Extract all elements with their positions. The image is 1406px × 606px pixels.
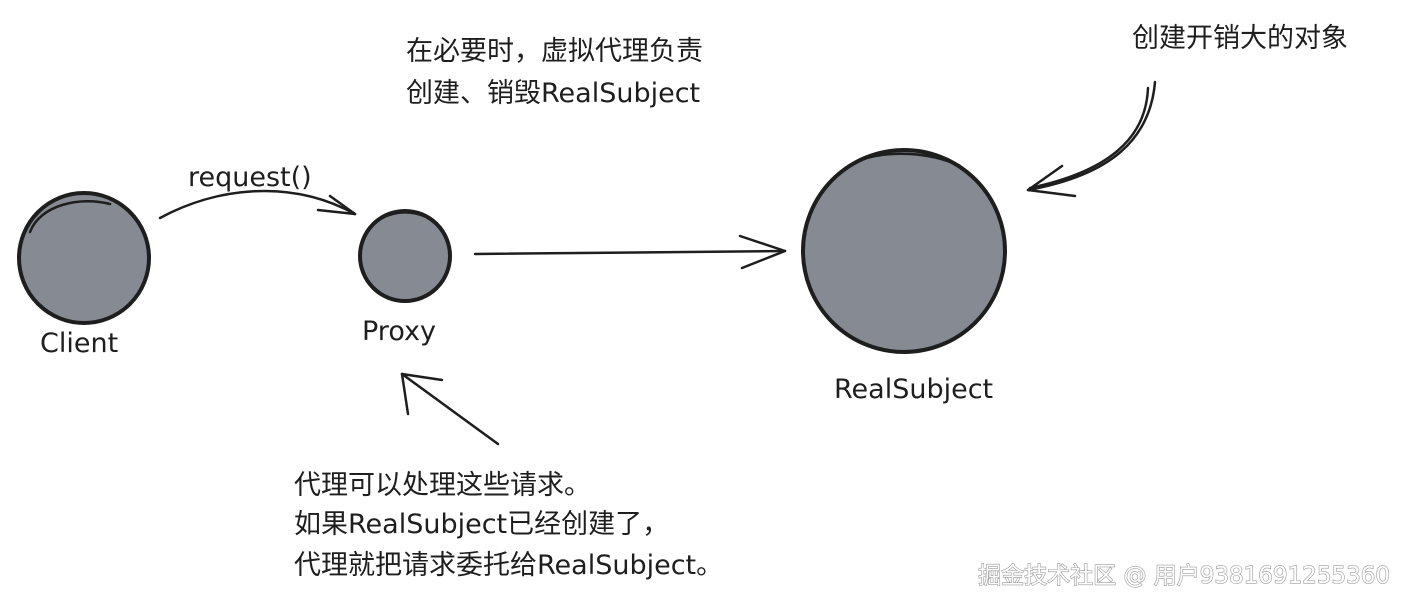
node-real-subject: RealSubject	[801, 148, 1007, 405]
client-sketch-stroke	[28, 200, 112, 234]
client-proxy-arrow-line	[158, 189, 357, 220]
proxy-real-subject-arrowhead	[738, 234, 787, 270]
note-bottom-line-2: 如果RealSubject已经创建了，	[294, 509, 669, 540]
edge-client-to-proxy: request()	[158, 162, 357, 220]
bottom-note-arrow-line	[400, 372, 500, 446]
client-label: Client	[40, 328, 118, 359]
note-top-right: 创建开销大的对象	[1132, 23, 1348, 54]
proxy-sketch-stroke	[376, 211, 426, 222]
real-subject-sketch-stroke	[858, 152, 962, 168]
real-subject-circle	[801, 148, 1007, 354]
node-client: Client	[17, 191, 151, 359]
top-right-note-arrow-line-double	[1028, 86, 1150, 190]
watermark: 掘金技术社区 @ 用户9381691255360	[978, 563, 1390, 589]
note-top-center: 在必要时，虚拟代理负责 创建、销毁RealSubject	[406, 36, 703, 109]
proxy-real-subject-arrow-line	[473, 249, 787, 256]
edge-proxy-to-real-subject	[473, 234, 787, 270]
client-circle	[17, 191, 151, 325]
note-top-right-line-1: 创建开销大的对象	[1132, 23, 1348, 54]
top-right-note-arrow-line	[1026, 80, 1157, 192]
note-top-center-line-2: 创建、销毁RealSubject	[406, 78, 700, 109]
arrow-top-right-note-to-real-subject	[1026, 80, 1157, 198]
top-right-note-arrowhead	[1026, 164, 1077, 198]
client-proxy-arrowhead	[316, 194, 357, 216]
real-subject-label: RealSubject	[834, 374, 993, 405]
proxy-label: Proxy	[362, 316, 436, 347]
request-label: request()	[188, 162, 312, 193]
note-bottom-line-1: 代理可以处理这些请求。	[294, 470, 591, 501]
arrow-bottom-note-to-proxy	[400, 372, 500, 446]
note-top-center-line-1: 在必要时，虚拟代理负责	[406, 36, 703, 67]
proxy-circle	[358, 209, 452, 303]
bottom-note-arrowhead	[400, 372, 444, 416]
node-proxy: Proxy	[358, 209, 452, 347]
note-bottom: 代理可以处理这些请求。 如果RealSubject已经创建了， 代理就把请求委托…	[294, 470, 723, 581]
note-bottom-line-3: 代理就把请求委托给RealSubject。	[294, 550, 723, 581]
